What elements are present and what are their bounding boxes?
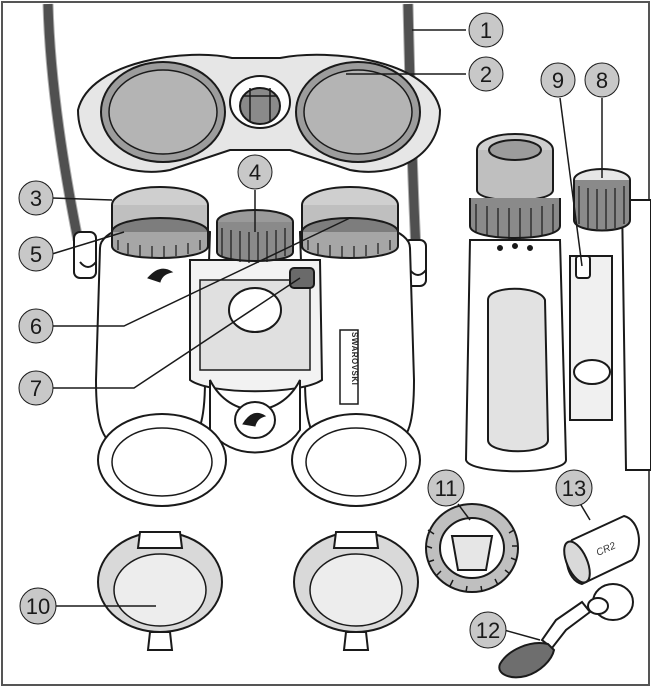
callout-3: 3 bbox=[18, 180, 54, 216]
svg-text:13: 13 bbox=[562, 476, 586, 501]
callout-1: 1 bbox=[468, 12, 504, 48]
callout-4: 4 bbox=[237, 154, 273, 190]
brand-marking: SWAROVSKI bbox=[350, 332, 359, 385]
callout-11: 11 bbox=[427, 469, 465, 507]
svg-text:2: 2 bbox=[480, 62, 492, 87]
callout-12: 12 bbox=[469, 611, 507, 649]
callout-5: 5 bbox=[18, 236, 54, 272]
rainguard bbox=[76, 53, 442, 173]
battery bbox=[563, 514, 640, 586]
leader-lines bbox=[51, 29, 603, 641]
svg-text:1: 1 bbox=[480, 18, 492, 43]
svg-text:4: 4 bbox=[249, 160, 261, 185]
callout-8: 8 bbox=[584, 62, 620, 98]
svg-text:8: 8 bbox=[596, 68, 608, 93]
svg-text:11: 11 bbox=[435, 476, 458, 501]
binoculars-side-view bbox=[464, 133, 651, 473]
connector-ring bbox=[425, 503, 519, 593]
strap-keyring bbox=[498, 583, 634, 679]
svg-text:5: 5 bbox=[30, 242, 42, 267]
svg-text:10: 10 bbox=[26, 594, 50, 619]
callout-7: 7 bbox=[18, 370, 54, 406]
svg-text:7: 7 bbox=[30, 376, 42, 401]
callout-2: 2 bbox=[468, 56, 504, 92]
svg-text:12: 12 bbox=[476, 618, 500, 643]
svg-text:6: 6 bbox=[30, 314, 42, 339]
binoculars-main bbox=[94, 186, 421, 507]
callout-10: 10 bbox=[19, 587, 57, 625]
callout-13: 13 bbox=[555, 469, 593, 507]
callout-9: 9 bbox=[540, 62, 576, 98]
objective-lens-caps bbox=[97, 531, 419, 651]
callout-6: 6 bbox=[18, 308, 54, 344]
svg-text:3: 3 bbox=[30, 186, 42, 211]
svg-text:9: 9 bbox=[552, 68, 564, 93]
